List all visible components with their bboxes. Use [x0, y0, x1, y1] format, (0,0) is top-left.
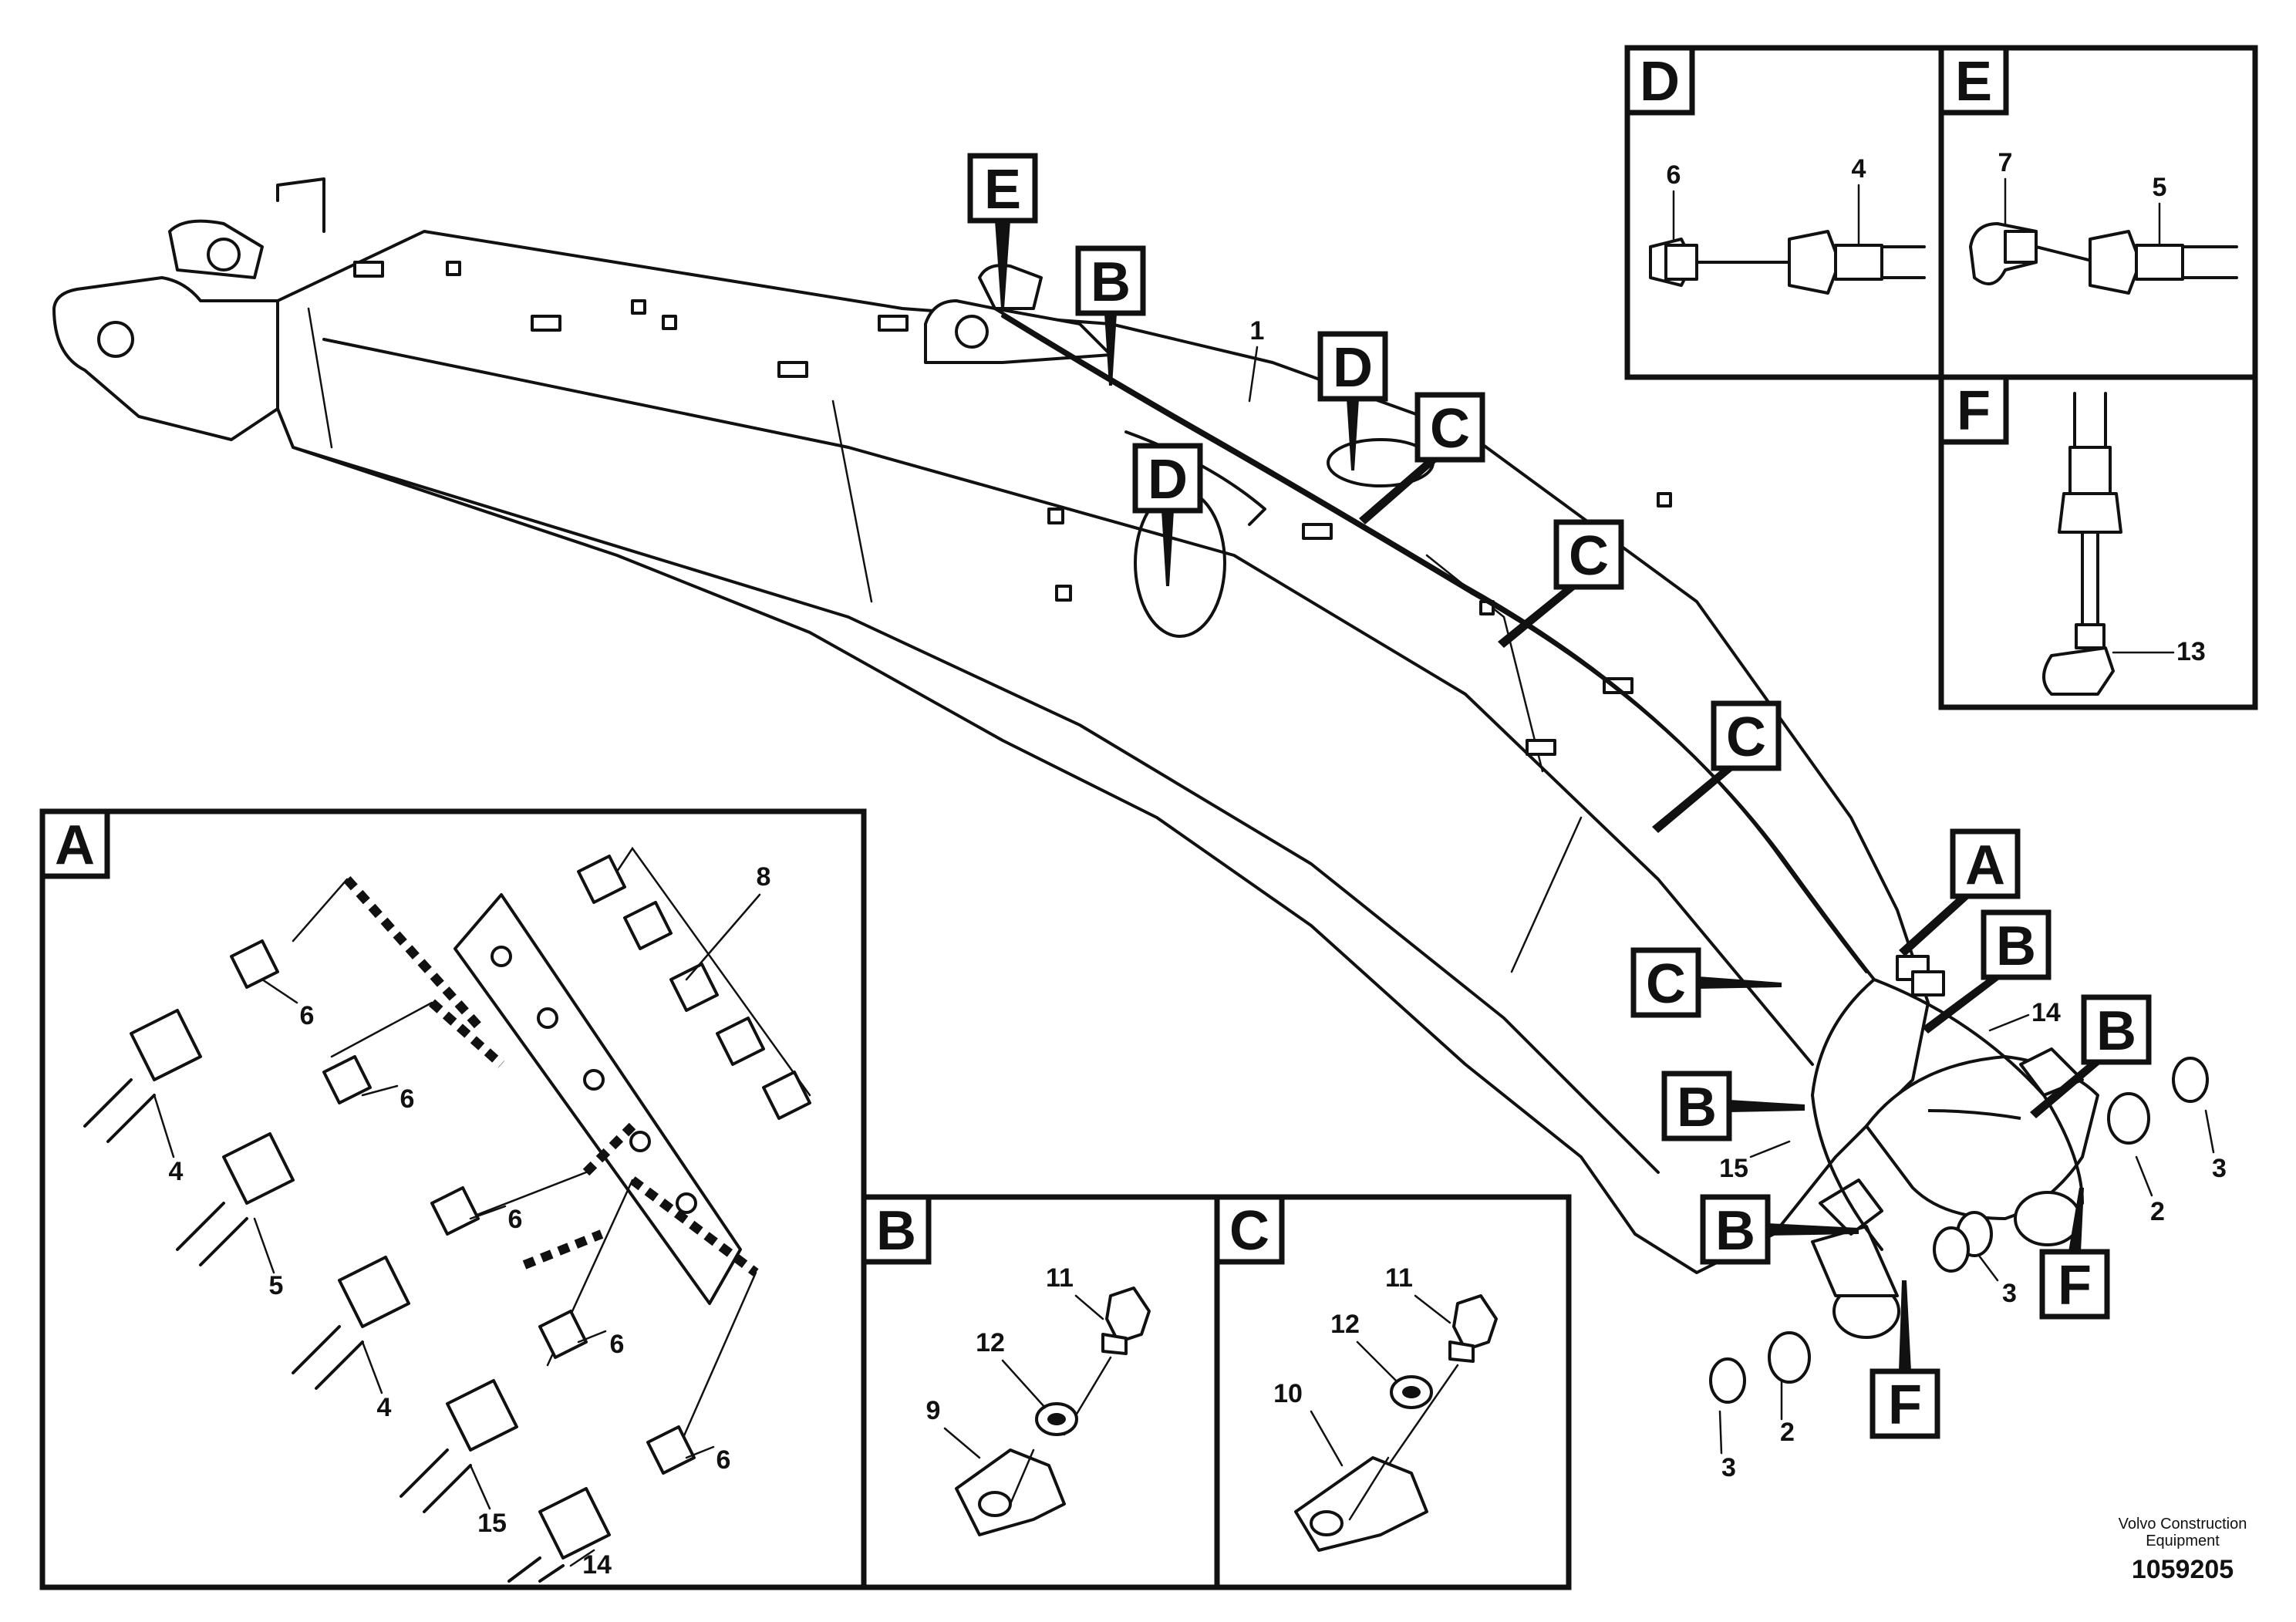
- svg-text:6: 6: [508, 1205, 523, 1234]
- svg-text:6: 6: [610, 1330, 625, 1359]
- svg-text:F: F: [1957, 380, 1991, 442]
- svg-text:F: F: [2058, 1255, 2092, 1317]
- callout-C-main-2: C: [1498, 519, 1624, 648]
- fitting-assembly-5: [507, 1425, 696, 1583]
- svg-text:B: B: [1677, 1077, 1717, 1138]
- detail-panel-D: D 6 4: [1624, 45, 1944, 380]
- callout-C-main-4: C: [1630, 947, 1782, 1018]
- callout-B-main-5: B: [1700, 1194, 1859, 1265]
- svg-text:E: E: [984, 159, 1021, 221]
- svg-text:14: 14: [2031, 998, 2061, 1027]
- detail-panel-B: B 11 12 9: [861, 1194, 1220, 1590]
- svg-text:A: A: [55, 814, 95, 876]
- callout-C-main-3: C: [1652, 700, 1782, 833]
- brand-line-2: Equipment: [2146, 1533, 2220, 1549]
- detail-panel-F: F 13: [1938, 374, 2258, 710]
- callout-A-main: A: [1899, 828, 2021, 956]
- detail-panel-C: C 11 12 10: [1214, 1194, 1572, 1590]
- svg-text:7: 7: [1998, 148, 2013, 177]
- svg-text:F: F: [1888, 1374, 1922, 1436]
- svg-text:5: 5: [2153, 173, 2167, 202]
- callout-C-main-1: C: [1359, 392, 1485, 524]
- svg-text:6: 6: [300, 1001, 315, 1030]
- svg-text:3: 3: [1721, 1453, 1736, 1482]
- hose-routing: [993, 307, 2084, 1251]
- callout-D-main-2: D: [1132, 443, 1203, 586]
- fitting-assembly-1: [83, 939, 279, 1143]
- callout-E-main: E: [967, 153, 1038, 309]
- svg-text:6: 6: [1667, 160, 1681, 190]
- brand-line-1: Volvo Construction: [2119, 1516, 2247, 1533]
- svg-text:B: B: [2096, 1000, 2136, 1062]
- svg-text:B: B: [876, 1200, 916, 1262]
- svg-text:2: 2: [1780, 1418, 1795, 1447]
- svg-text:11: 11: [1046, 1263, 1074, 1293]
- svg-text:C: C: [1726, 706, 1766, 768]
- svg-text:D: D: [1148, 449, 1188, 511]
- svg-text:9: 9: [926, 1396, 941, 1425]
- document-number: 1059205: [2132, 1555, 2234, 1584]
- fitting-assembly-2: [176, 1055, 372, 1266]
- svg-text:13: 13: [2176, 637, 2206, 666]
- callout-B-main-2: B: [1922, 909, 2052, 1034]
- svg-text:E: E: [1955, 51, 1992, 113]
- svg-text:1: 1: [1250, 316, 1265, 346]
- detail-panel-E: E 7 5: [1938, 45, 2258, 380]
- svg-text:6: 6: [400, 1084, 415, 1114]
- svg-text:15: 15: [477, 1509, 507, 1538]
- svg-text:5: 5: [269, 1271, 284, 1300]
- callout-B-main-3: B: [2030, 994, 2152, 1118]
- callout-F-main-1: F: [2039, 1188, 2110, 1320]
- svg-text:3: 3: [2212, 1154, 2227, 1183]
- svg-text:C: C: [1646, 953, 1686, 1015]
- svg-text:D: D: [1640, 51, 1680, 113]
- svg-text:C: C: [1569, 525, 1609, 587]
- svg-text:6: 6: [716, 1445, 731, 1475]
- svg-text:12: 12: [1330, 1310, 1360, 1339]
- svg-text:4: 4: [1852, 154, 1866, 184]
- fitting-assembly-3: [292, 1186, 480, 1390]
- svg-text:C: C: [1430, 398, 1470, 460]
- svg-text:B: B: [1715, 1200, 1755, 1262]
- callout-F-main-2: F: [1870, 1280, 1940, 1439]
- svg-text:11: 11: [1385, 1263, 1413, 1293]
- svg-text:B: B: [1996, 916, 2036, 977]
- callout-B-main-4: B: [1661, 1071, 1805, 1141]
- svg-text:4: 4: [169, 1157, 184, 1186]
- svg-text:15: 15: [1719, 1154, 1748, 1183]
- callout-D-main-1: D: [1317, 331, 1388, 470]
- callout-B-main-1: B: [1075, 245, 1146, 386]
- svg-text:A: A: [1965, 835, 2005, 896]
- svg-text:12: 12: [976, 1328, 1005, 1357]
- svg-text:4: 4: [377, 1393, 392, 1422]
- svg-text:2: 2: [2150, 1197, 2165, 1226]
- footer-brand: Volvo Construction Equipment 1059205: [2119, 1516, 2247, 1584]
- detail-panel-A: A: [39, 808, 867, 1590]
- svg-text:B: B: [1091, 251, 1131, 313]
- svg-text:D: D: [1333, 337, 1373, 399]
- svg-text:8: 8: [757, 862, 771, 892]
- fitting-assembly-4: [400, 1310, 588, 1513]
- main-part-labels: 1 14 15 2 3 3 2 3: [1248, 316, 2227, 1482]
- svg-text:C: C: [1229, 1200, 1269, 1262]
- boom-assembly: [52, 177, 2099, 1339]
- svg-text:3: 3: [2002, 1279, 2017, 1308]
- svg-text:10: 10: [1273, 1379, 1303, 1408]
